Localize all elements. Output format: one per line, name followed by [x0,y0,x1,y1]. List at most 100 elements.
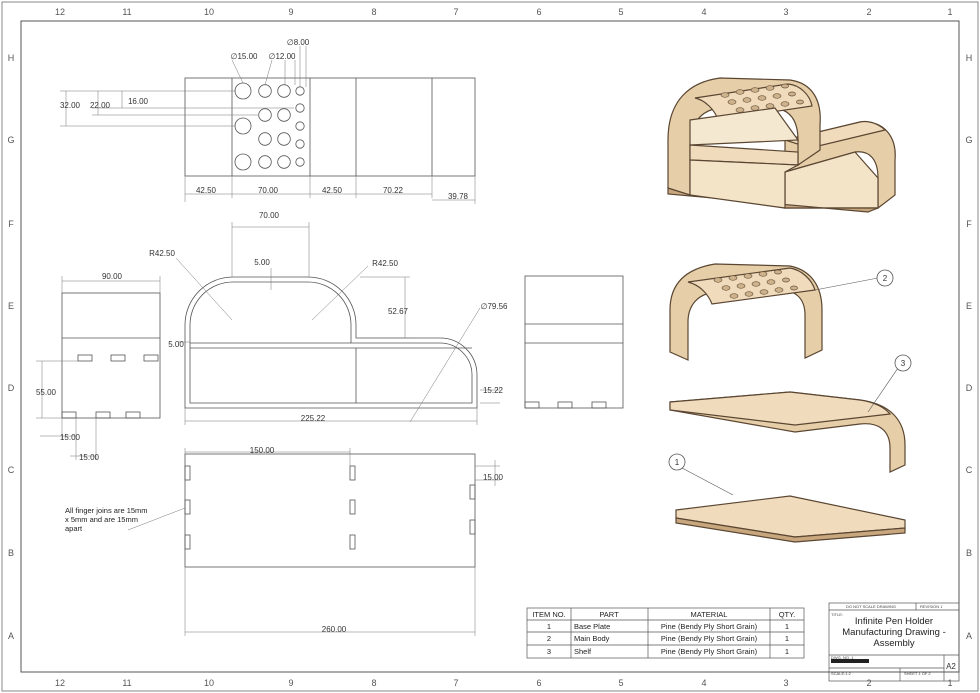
bom-header: MATERIAL [691,610,728,619]
front-outline-inner [189,281,473,404]
bom-table: ITEM NO. PART MATERIAL QTY. 1 Base Plate… [526,607,805,659]
zone-col-label: 6 [536,678,541,688]
balloons: 2 3 1 [668,269,912,471]
finger-slot [557,401,573,409]
zone-row-label: C [966,465,973,475]
isometric-assembly [667,77,896,213]
zone-col-label: 8 [371,7,376,17]
side-view-left: 90.00 55.00 15.00 15.00 [36,272,161,462]
base-plate-edge [675,517,906,543]
dim-thickness-shelf: 5.00 [168,340,184,349]
front-outline-outer [184,276,478,409]
pen-hole [258,108,272,122]
zone-col-label: 4 [701,678,706,688]
sheet-size: A2 [946,662,956,671]
dim-side-height: 55.00 [36,388,57,397]
dim-h-70: 70.00 [258,186,279,195]
dim-hole-8: ∅8.00 [287,38,310,47]
dim-base-260: 260.00 [322,625,347,634]
pen-hole [234,153,252,171]
pen-hole [258,132,272,146]
zone-col-label: 3 [783,678,788,688]
finger-slot [349,499,356,515]
pen-hole [295,103,305,113]
bom-cell: Pine (Bendy Ply Short Grain) [661,622,758,631]
zone-row-label: F [966,219,972,229]
balloon-item-2 [876,269,894,287]
zone-row-label: D [8,383,15,393]
dim-thickness-top: 5.00 [254,258,270,267]
zone-row-label: A [8,631,14,641]
do-not-scale-label: DO NOT SCALE DRAWING [846,604,896,609]
pen-hole [234,117,252,135]
pen-hole [258,84,272,98]
zone-col-label: 12 [55,7,65,17]
dim-radius-left: R42.50 [149,249,175,258]
bom-cell: 1 [785,634,789,643]
side-outline [61,292,161,419]
zone-col-label: 4 [701,7,706,17]
top-view-outline [184,77,476,177]
zone-row-label: H [8,53,15,63]
exploded-base-plate [675,467,906,543]
bom-cell: Pine (Bendy Ply Short Grain) [661,634,758,643]
finger-slot [349,465,356,481]
drawing-title-line2: Manufacturing Drawing - [842,627,946,638]
balloon-label: 2 [883,274,888,283]
zone-labels-top: 12 11 10 9 8 7 6 5 4 3 2 1 [55,7,953,17]
shelf-top-face [669,391,892,426]
bom-cell: Pine (Bendy Ply Short Grain) [661,647,758,656]
dim-top-width: 70.00 [259,211,280,220]
bom-cell: 2 [547,634,551,643]
finger-slot [469,484,476,500]
bom-cell: 3 [547,647,551,656]
zone-col-label: 7 [453,678,458,688]
bom-outline [526,607,805,659]
finger-slot [95,411,111,419]
dim-base-15: 15.00 [483,473,504,482]
finger-slot [110,354,126,362]
top-view: ∅15.00 ∅12.00 ∅8.00 32.00 22.00 16.00 42… [60,38,476,204]
dim-side-finger-1: 15.00 [60,433,81,442]
pen-hole [277,84,291,98]
dim-diameter-79: ∅79.56 [481,302,509,311]
finger-join-note-line3: apart [65,524,83,533]
dim-height-15: 15.22 [483,386,504,395]
finger-slot [524,401,540,409]
balloon-label: 3 [901,359,906,368]
bom-header: QTY. [779,610,796,619]
dim-radius-right: R42.50 [372,259,398,268]
inner-border [20,20,960,673]
pen-hole [295,121,305,131]
dwg-no-label: DWG. NO. 1 [831,655,854,660]
zone-col-label: 10 [204,678,214,688]
bom-cell: Main Body [574,634,610,643]
zone-col-label: 6 [536,7,541,17]
dim-h-42-50-b: 42.50 [322,186,343,195]
zone-col-label: 1 [947,7,952,17]
zone-row-label: H [966,53,973,63]
finger-slot [591,401,607,409]
pen-hole [277,155,291,169]
bom-cell: 1 [547,622,551,631]
bom-cell: 1 [785,622,789,631]
zone-col-label: 2 [866,7,871,17]
side-right-outline [524,275,624,409]
pen-hole [277,108,291,122]
dim-length-225: 225.22 [301,414,326,423]
zone-row-label: E [8,301,14,311]
title-block-outline [828,602,960,682]
dim-hole-12: ∅12.00 [269,52,297,61]
zone-col-label: 5 [618,7,623,17]
finger-slot [184,465,191,481]
finger-slot [61,411,77,419]
zone-row-label: E [966,301,972,311]
side-view-right [524,275,624,409]
zone-row-label: D [966,383,973,393]
bom-cell: 1 [785,647,789,656]
zone-row-label: B [966,548,972,558]
balloon-item-1 [668,453,686,471]
zone-col-label: 10 [204,7,214,17]
zone-col-label: 11 [122,7,131,17]
dim-height-52: 52.67 [388,307,409,316]
